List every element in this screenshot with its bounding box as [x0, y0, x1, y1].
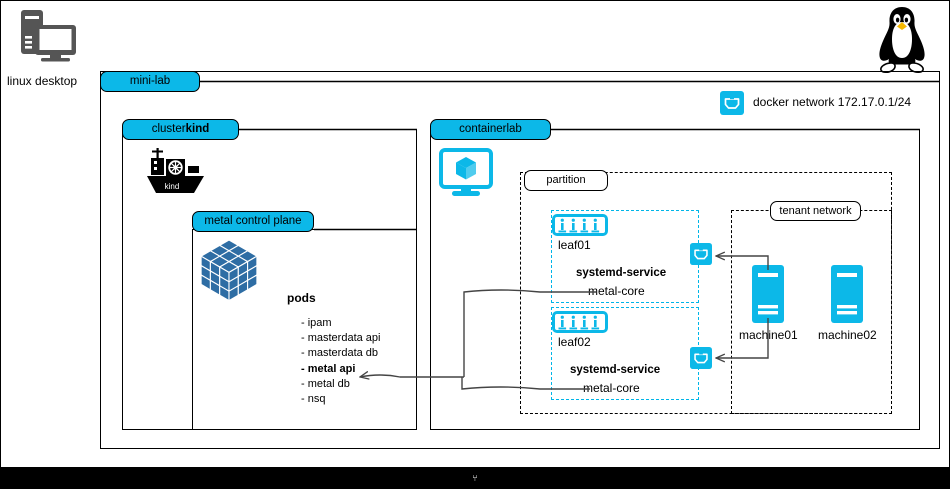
leaf01-name: leaf01: [558, 238, 591, 252]
pod-item-metal-api: - metal api: [301, 362, 356, 375]
leaf01-service-name: metal-core: [588, 284, 645, 298]
leaf02-network-port-icon: [690, 347, 712, 369]
leaf01-network-switch-icon: [552, 214, 608, 236]
leaf02-name: leaf02: [558, 335, 591, 349]
pod-item-ipam: - ipam: [301, 317, 332, 329]
cluster-kind-label-bold: kind: [185, 122, 210, 135]
pods-title: pods: [287, 291, 316, 305]
kind-ship-logo: kind: [142, 146, 212, 198]
bottom-bar: ⑂: [0, 468, 950, 489]
minilab-container: [100, 71, 940, 449]
docker-network-port-icon: [720, 91, 744, 115]
pod-item-metal-db: - metal db: [301, 377, 350, 390]
containerlab-label: containerlab: [430, 119, 551, 140]
linux-desktop-label: linux desktop: [7, 74, 78, 88]
leaf01-network-port-icon: [690, 243, 712, 265]
minilab-label: mini-lab: [100, 71, 200, 92]
tux-penguin-logo: [871, 5, 933, 75]
metal-control-plane-label-text: metal control plane: [204, 214, 302, 227]
leaf02-network-switch-icon: [552, 311, 608, 333]
machine02-server-tower-icon: [831, 265, 863, 323]
partition-label: partition: [524, 170, 608, 191]
partition-label-text: partition: [546, 174, 586, 186]
pod-item-masterdata-api: - masterdata api: [301, 332, 381, 345]
containerlab-label-text: containerlab: [459, 122, 522, 135]
bottom-bar-glyph: ⑂: [472, 473, 478, 483]
tenant-network-label-text: tenant network: [779, 204, 852, 217]
containerlab-monitor-cube-icon: [439, 148, 493, 198]
cluster-kind-label-lead: cluster: [151, 122, 186, 135]
pod-item-masterdata-db: - masterdata db: [301, 347, 379, 360]
machine01-name: machine01: [739, 328, 798, 342]
machine02-name: machine02: [818, 328, 877, 342]
leaf02-service-title: systemd-service: [570, 364, 661, 376]
metal-control-plane-label: metal control plane: [192, 211, 314, 232]
cluster-kind-label: cluster kind: [122, 119, 239, 140]
pod-item-nsq: - nsq: [301, 393, 326, 406]
docker-network-label: docker network 172.17.0.1/24: [753, 95, 912, 109]
linux-desktop-icon: [17, 8, 79, 66]
leaf01-service-title: systemd-service: [576, 267, 667, 279]
machine01-server-tower-icon: [752, 265, 784, 323]
svg-text:kind: kind: [165, 182, 180, 191]
minilab-label-text: mini-lab: [129, 74, 171, 87]
kubernetes-cube-icon: [200, 238, 258, 302]
leaf02-service-name: metal-core: [583, 381, 640, 395]
tenant-network-label: tenant network: [770, 201, 861, 221]
pods-list: - ipam - masterdata api - masterdata db …: [301, 316, 380, 407]
